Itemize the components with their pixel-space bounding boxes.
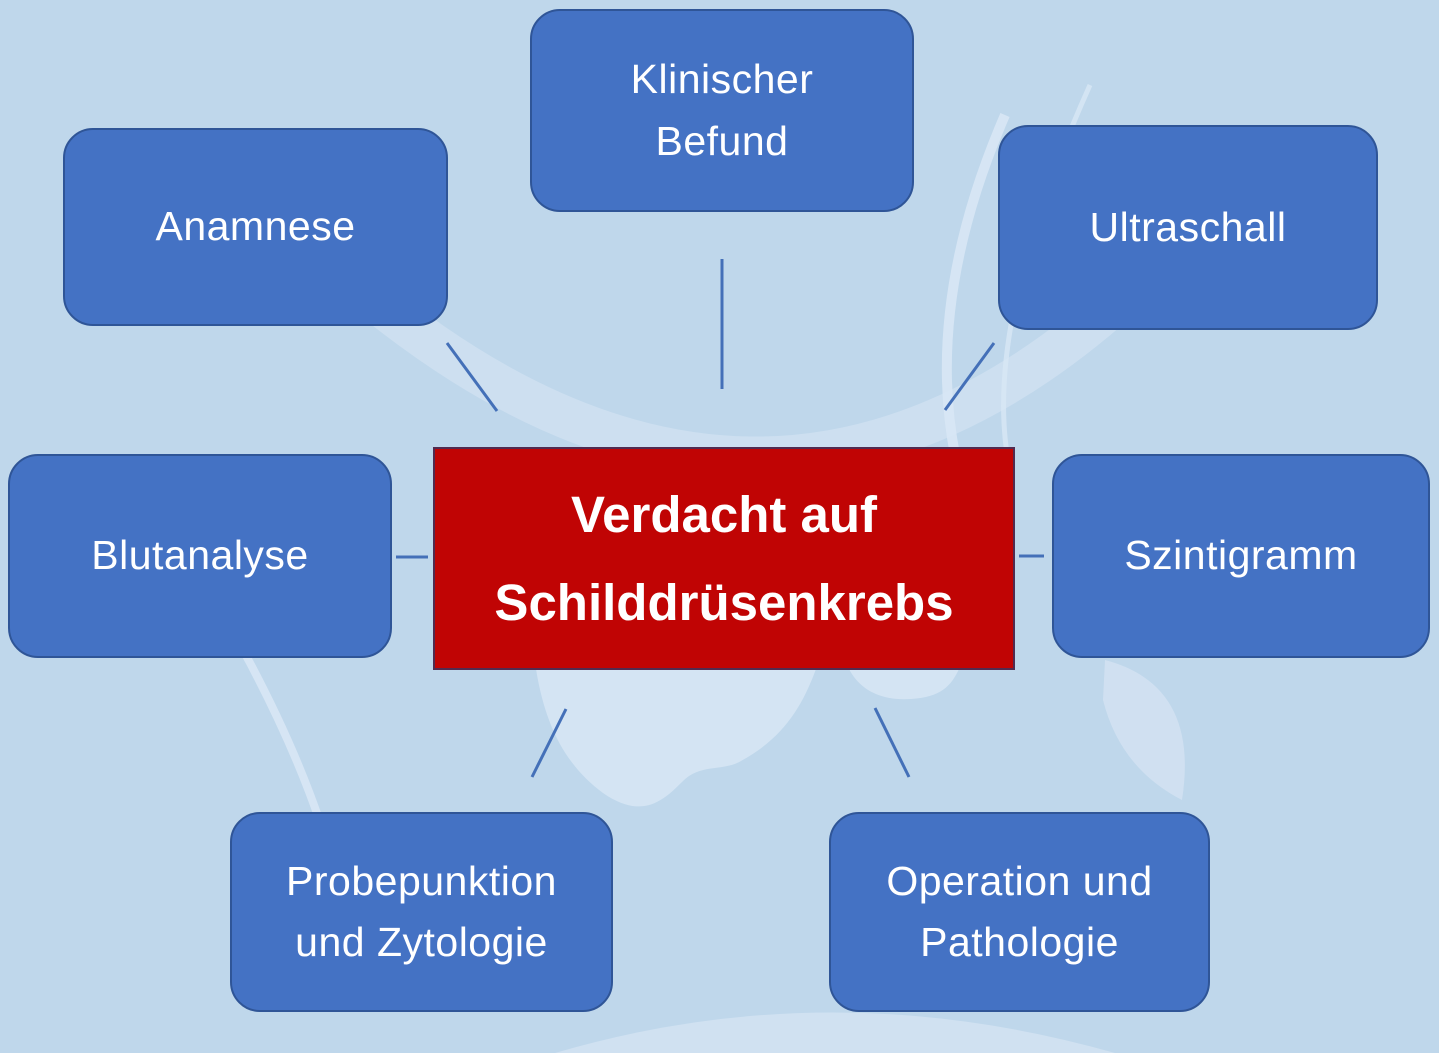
watermark-lobe-far-right <box>1103 660 1185 800</box>
node-probepunktion-line2: und Zytologie <box>295 919 548 965</box>
node-anamnese-label: Anamnese <box>155 203 356 250</box>
connector-probepunktion <box>530 708 568 778</box>
node-ultraschall-label: Ultraschall <box>1089 203 1287 250</box>
node-szintigramm: Szintigramm <box>1052 454 1430 658</box>
node-probepunktion-line1: Probepunktion <box>286 857 557 904</box>
node-center-line1: Verdacht auf <box>570 485 878 543</box>
node-center-verdacht: Verdacht auf Schilddrüsenkrebs <box>433 447 1015 670</box>
node-ultraschall: Ultraschall <box>998 125 1378 330</box>
node-center-line2: Schilddrüsenkrebs <box>494 573 954 631</box>
watermark-bottom-band <box>555 1012 1115 1053</box>
node-operation-pathologie: Operation und Pathologie <box>829 812 1210 1012</box>
node-probepunktion-zytologie: Probepunktion und Zytologie <box>230 812 613 1012</box>
node-szintigramm-label: Szintigramm <box>1124 532 1358 579</box>
connector-operation <box>873 707 911 778</box>
node-operation-line2: Pathologie <box>920 919 1119 965</box>
node-klinischer-befund-line1: Klinischer <box>630 56 814 102</box>
watermark-thyroid-lobe-right <box>849 669 959 700</box>
node-anamnese: Anamnese <box>63 128 448 326</box>
node-klinischer-befund-line2: Befund <box>655 117 789 164</box>
connector-ultraschall <box>943 342 996 411</box>
watermark-thin-arc-left <box>238 646 324 824</box>
node-klinischer-befund: Klinischer Befund <box>530 9 914 212</box>
node-blutanalyse-label: Blutanalyse <box>91 532 309 579</box>
node-blutanalyse: Blutanalyse <box>8 454 392 658</box>
node-operation-line1: Operation und <box>886 857 1153 904</box>
watermark-thin-arc-right <box>941 113 1010 456</box>
watermark-thyroid-lobe-left <box>536 669 816 807</box>
connector-anamnese <box>445 342 499 412</box>
